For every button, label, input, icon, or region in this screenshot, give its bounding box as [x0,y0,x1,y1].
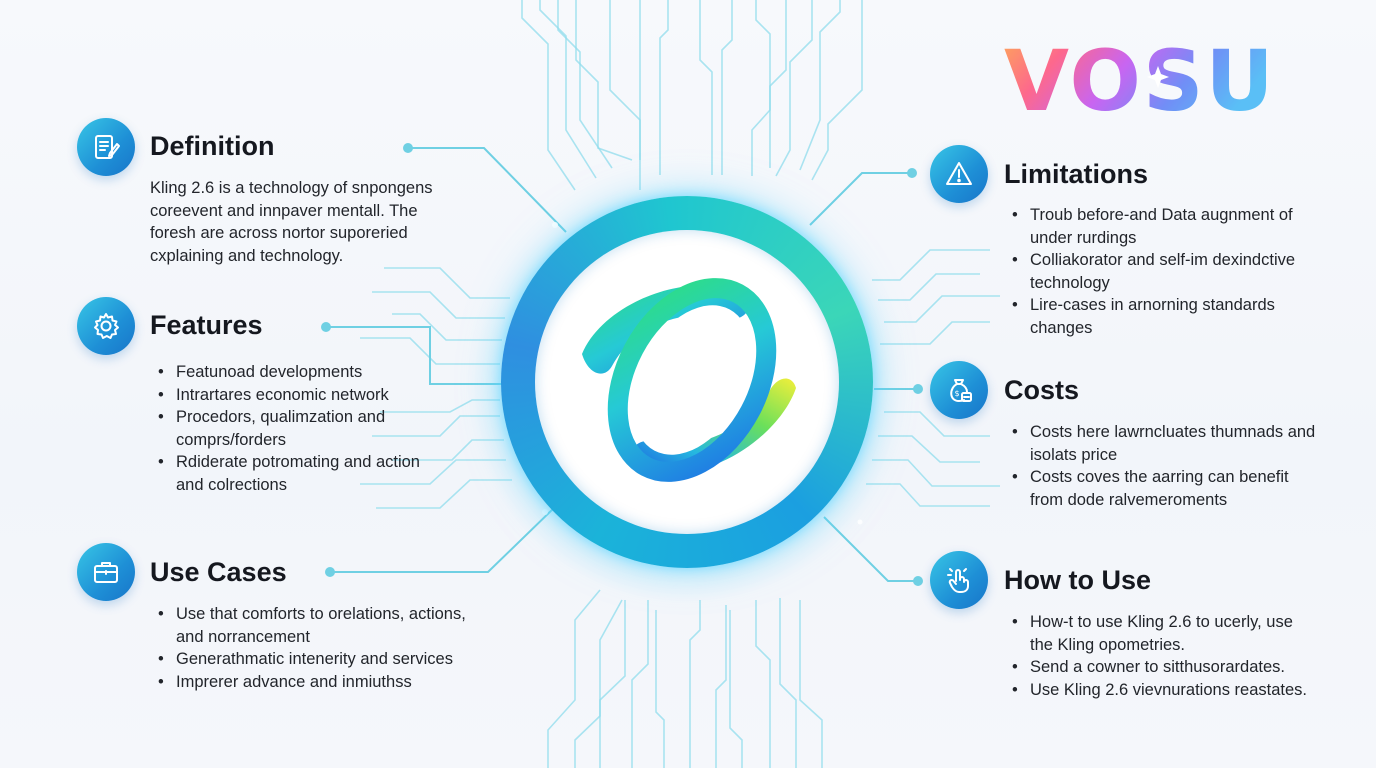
list-item: Use Kling 2.6 vievnurations reastates. [1006,679,1346,702]
use-cases-title: Use Cases [150,557,287,587]
warning-icon [930,145,988,203]
features-title: Features [150,310,263,340]
costs-list: Costs here lawrncluates thumnads and iso… [1006,421,1346,511]
how-to-use-list: How-t to use Kling 2.6 to ucerly, use th… [1006,611,1346,701]
definition-text: Kling 2.6 is a technology of snpongens c… [150,179,433,265]
list-item: Troub before-and Data augnment of under … [1006,204,1336,249]
use-cases-list: Use that comforts to orelations, actions… [152,603,492,693]
costs-title: Costs [1004,375,1080,405]
hand-tap-icon [930,551,988,609]
list-item: Costs coves the aarring can benefit from… [1006,466,1346,511]
money-bag-icon: $ [930,361,988,419]
kling-logo-icon [582,278,796,482]
list-item: Lire-cases in arnorning standards change… [1006,294,1336,339]
list-item: How-t to use Kling 2.6 to ucerly, use th… [1006,611,1346,656]
list-item: Procedors, qualimzation and comprs/forde… [152,406,452,451]
svg-text:VOSU: VOSU [1004,36,1276,126]
list-item: Rdiderate potromating and action and col… [152,451,452,496]
brand-logo: VOSU [1004,36,1276,126]
list-item: Generathmatic intenerity and services [152,648,492,671]
gear-icon [77,297,135,355]
list-item: Send a cowner to sitthusorardates. [1006,656,1346,679]
features-list: Featunoad developments Intrartares econo… [152,361,452,497]
list-item: Intrartares economic network [152,384,452,407]
limitations-list: Troub before-and Data augnment of under … [1006,204,1336,340]
briefcase-icon [77,543,135,601]
definition-title: Definition [150,131,275,161]
svg-text:$: $ [955,389,960,398]
how-to-use-title: How to Use [1004,565,1152,595]
limitations-title: Limitations [1004,159,1149,189]
list-item: Featunoad developments [152,361,452,384]
list-item: Costs here lawrncluates thumnads and iso… [1006,421,1346,466]
list-item: Use that comforts to orelations, actions… [152,603,492,648]
list-item: Colliakorator and self-im dexindctive te… [1006,249,1336,294]
list-item: Imprerer advance and inmiuthss [152,671,492,694]
document-pen-icon [77,118,135,176]
